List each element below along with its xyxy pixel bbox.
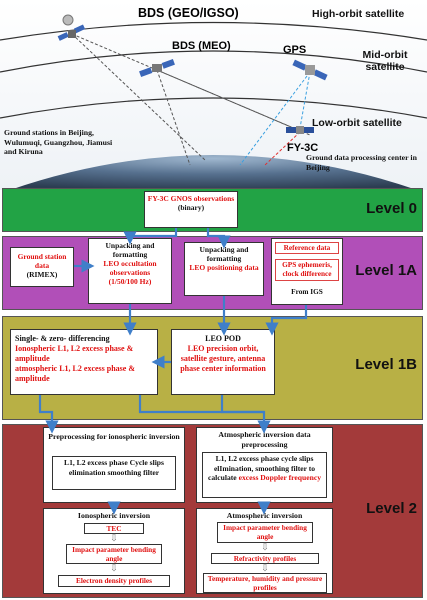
diff-atmo: atmospheric L1, L2 excess phase & amplit… bbox=[15, 364, 135, 383]
atmo-inv-title: Atmospheric inversion bbox=[226, 511, 303, 520]
iono-inv-title: Ionospheric inversion bbox=[77, 511, 151, 520]
orbit-illustration: BDS (GEO/IGSO) High-orbit satellite BDS … bbox=[0, 0, 427, 190]
mid-orbit-label: Mid-orbit satellite bbox=[362, 49, 408, 73]
reference-data-box: Reference data bbox=[275, 242, 339, 254]
gps-label: GPS bbox=[283, 44, 307, 56]
unpack1-rate: (1/50/100 Hz) bbox=[108, 277, 152, 286]
electron-box: Electron density profiles bbox=[58, 575, 170, 587]
level0-label: Level 0 bbox=[366, 200, 417, 217]
unpack2-data: LEO positioning data bbox=[189, 263, 259, 272]
ephemeris-box: GPS ephemeris, clock difference bbox=[275, 259, 339, 281]
iono-inversion-box: Ionospheric inversion TEC ⇩ Impact param… bbox=[43, 508, 185, 594]
atmo-inversion-box: Atmospheric inversion Impact parameter b… bbox=[196, 508, 333, 594]
igs-box: Reference data GPS ephemeris, clock diff… bbox=[271, 238, 343, 305]
arrow-icon: ⇩ bbox=[109, 533, 119, 544]
unpack1-obs: LEO occultation observations bbox=[103, 259, 157, 277]
level1a-label: Level 1A bbox=[355, 262, 417, 279]
processing-center-label: Ground data processing center in Beijing bbox=[306, 153, 417, 172]
unpack2-title: Unpacking and formatting bbox=[199, 245, 249, 263]
iono-pre-title: Preprocessing for ionospheric inversion bbox=[48, 432, 180, 441]
diff-iono: Ionospheric L1, L2 excess phase & amplit… bbox=[15, 344, 134, 363]
impact1-box: Impact parameter bending angle bbox=[66, 544, 162, 564]
tec-box: TEC bbox=[84, 523, 144, 534]
impact2-box: Impact parameter bending angle bbox=[217, 522, 313, 543]
leo-pod-box: LEO POD LEO precision orbit, satellite g… bbox=[171, 329, 275, 395]
satellite-icon bbox=[139, 59, 175, 77]
fy3c-label: FY-3C bbox=[287, 142, 319, 154]
arrow-icon: ⇩ bbox=[260, 542, 270, 553]
atmo-preprocessing-box: Atmospheric inversion data preprocessing… bbox=[196, 427, 333, 503]
satellite-icon bbox=[286, 126, 314, 134]
unpack-positioning-box: Unpacking and formatting LEO positioning… bbox=[184, 242, 264, 296]
temperature-box: Temperature, humidity and pressure profi… bbox=[203, 573, 327, 593]
low-orbit-label: Low-orbit satellite bbox=[312, 117, 402, 129]
ground-station-data-box: Ground station data (RIMEX) bbox=[10, 247, 74, 287]
refractivity-box: Refractivity profiles bbox=[211, 553, 319, 564]
pod-detail: LEO precision orbit, satellite gesture, … bbox=[180, 344, 266, 373]
atmo-pre-body: L1, L2 excess phase cycle slips elIminat… bbox=[208, 454, 316, 482]
atmo-pre-title: Atmospheric inversion data preprocessing bbox=[218, 430, 311, 449]
arrow-icon: ⇩ bbox=[109, 563, 119, 574]
iono-pre-body: L1, L2 excess phase Cycle slips eliminat… bbox=[52, 456, 176, 490]
diff-title: Single- & zero- differencing bbox=[15, 334, 110, 343]
bds-meo-label: BDS (MEO) bbox=[172, 40, 231, 52]
differencing-box: Single- & zero- differencing Ionospheric… bbox=[10, 329, 158, 395]
atmo-pre-body-box: L1, L2 excess phase cycle slips elIminat… bbox=[202, 452, 327, 498]
arrow-icon: ⇩ bbox=[260, 563, 270, 574]
unpack1-title: Unpacking and formatting bbox=[105, 241, 155, 259]
pod-title: LEO POD bbox=[205, 334, 241, 343]
satellite-icon bbox=[57, 14, 86, 41]
atmo-pre-red: excess Doppler frequency bbox=[238, 473, 321, 482]
high-orbit-label: High-orbit satellite bbox=[312, 8, 405, 20]
rimex-text: (RIMEX) bbox=[26, 270, 58, 279]
ground-station-title: Ground station data bbox=[17, 252, 67, 270]
satellite-icon bbox=[292, 59, 328, 81]
earth-icon bbox=[10, 155, 417, 190]
gnos-binary: (binary) bbox=[177, 203, 205, 212]
bds-geo-label: BDS (GEO/IGSO) bbox=[138, 6, 239, 20]
level1b-label: Level 1B bbox=[355, 356, 417, 373]
from-igs-text: From IGS bbox=[275, 287, 339, 299]
gnos-title: FY-3C GNOS observations bbox=[147, 194, 235, 203]
level2-label: Level 2 bbox=[366, 500, 417, 517]
iono-preprocessing-box: Preprocessing for ionospheric inversion … bbox=[43, 427, 185, 503]
gnos-observations-box: FY-3C GNOS observations (binary) bbox=[144, 191, 238, 228]
unpack-occultation-box: Unpacking and formatting LEO occultation… bbox=[88, 238, 172, 304]
orbit-scene-graphic bbox=[0, 0, 427, 190]
ground-stations-label: Ground stations in Beijing, Wulumuqi, Gu… bbox=[4, 128, 113, 156]
